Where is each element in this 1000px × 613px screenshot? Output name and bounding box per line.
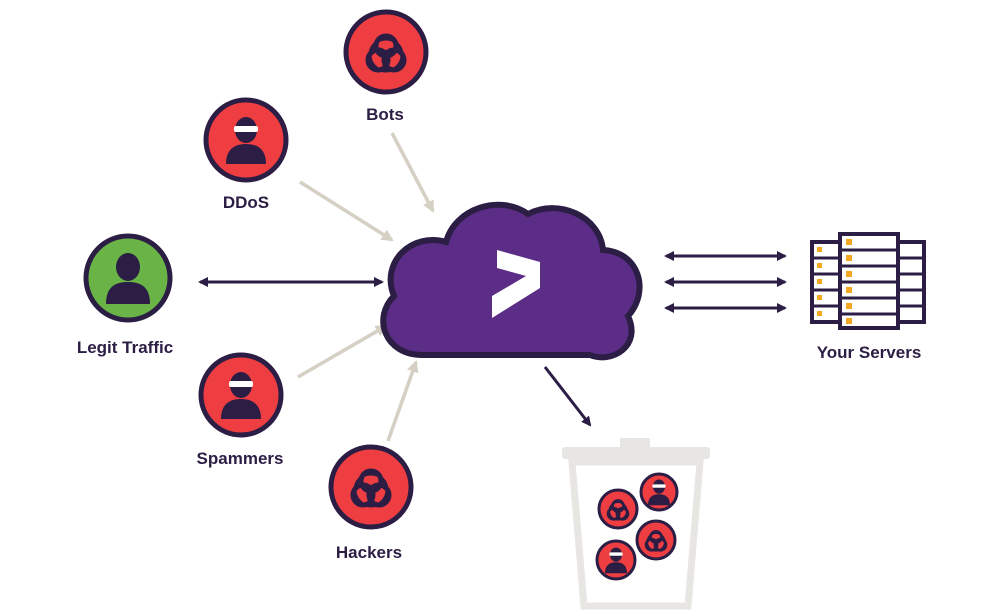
spammers-arrow — [297, 324, 388, 379]
legit-traffic-node: Legit Traffic — [77, 233, 173, 357]
servers-label: Your Servers — [817, 343, 922, 362]
ddos-label: DDoS — [223, 193, 269, 212]
hackers-arrow — [386, 360, 419, 442]
spammers-label: Spammers — [197, 449, 284, 468]
shield-logo-icon — [492, 250, 540, 318]
cloud-icon — [380, 201, 643, 361]
bots-label: Bots — [366, 105, 404, 124]
server-rack-icon: Your Servers — [810, 232, 926, 362]
server-arrows — [664, 251, 787, 313]
spammers-node: Spammers — [197, 352, 284, 468]
legit-traffic-label: Legit Traffic — [77, 338, 173, 357]
threat-arrows — [297, 132, 435, 442]
trash-bin-icon — [562, 438, 710, 610]
bots-node: Bots — [343, 9, 429, 124]
bots-arrow — [390, 132, 435, 213]
ddos-node: DDoS — [203, 97, 289, 212]
trash-contents — [595, 472, 679, 581]
hackers-label: Hackers — [336, 543, 402, 562]
trash-arrow — [543, 366, 592, 427]
ddos-arrow — [299, 180, 394, 242]
hackers-node: Hackers — [328, 444, 414, 562]
